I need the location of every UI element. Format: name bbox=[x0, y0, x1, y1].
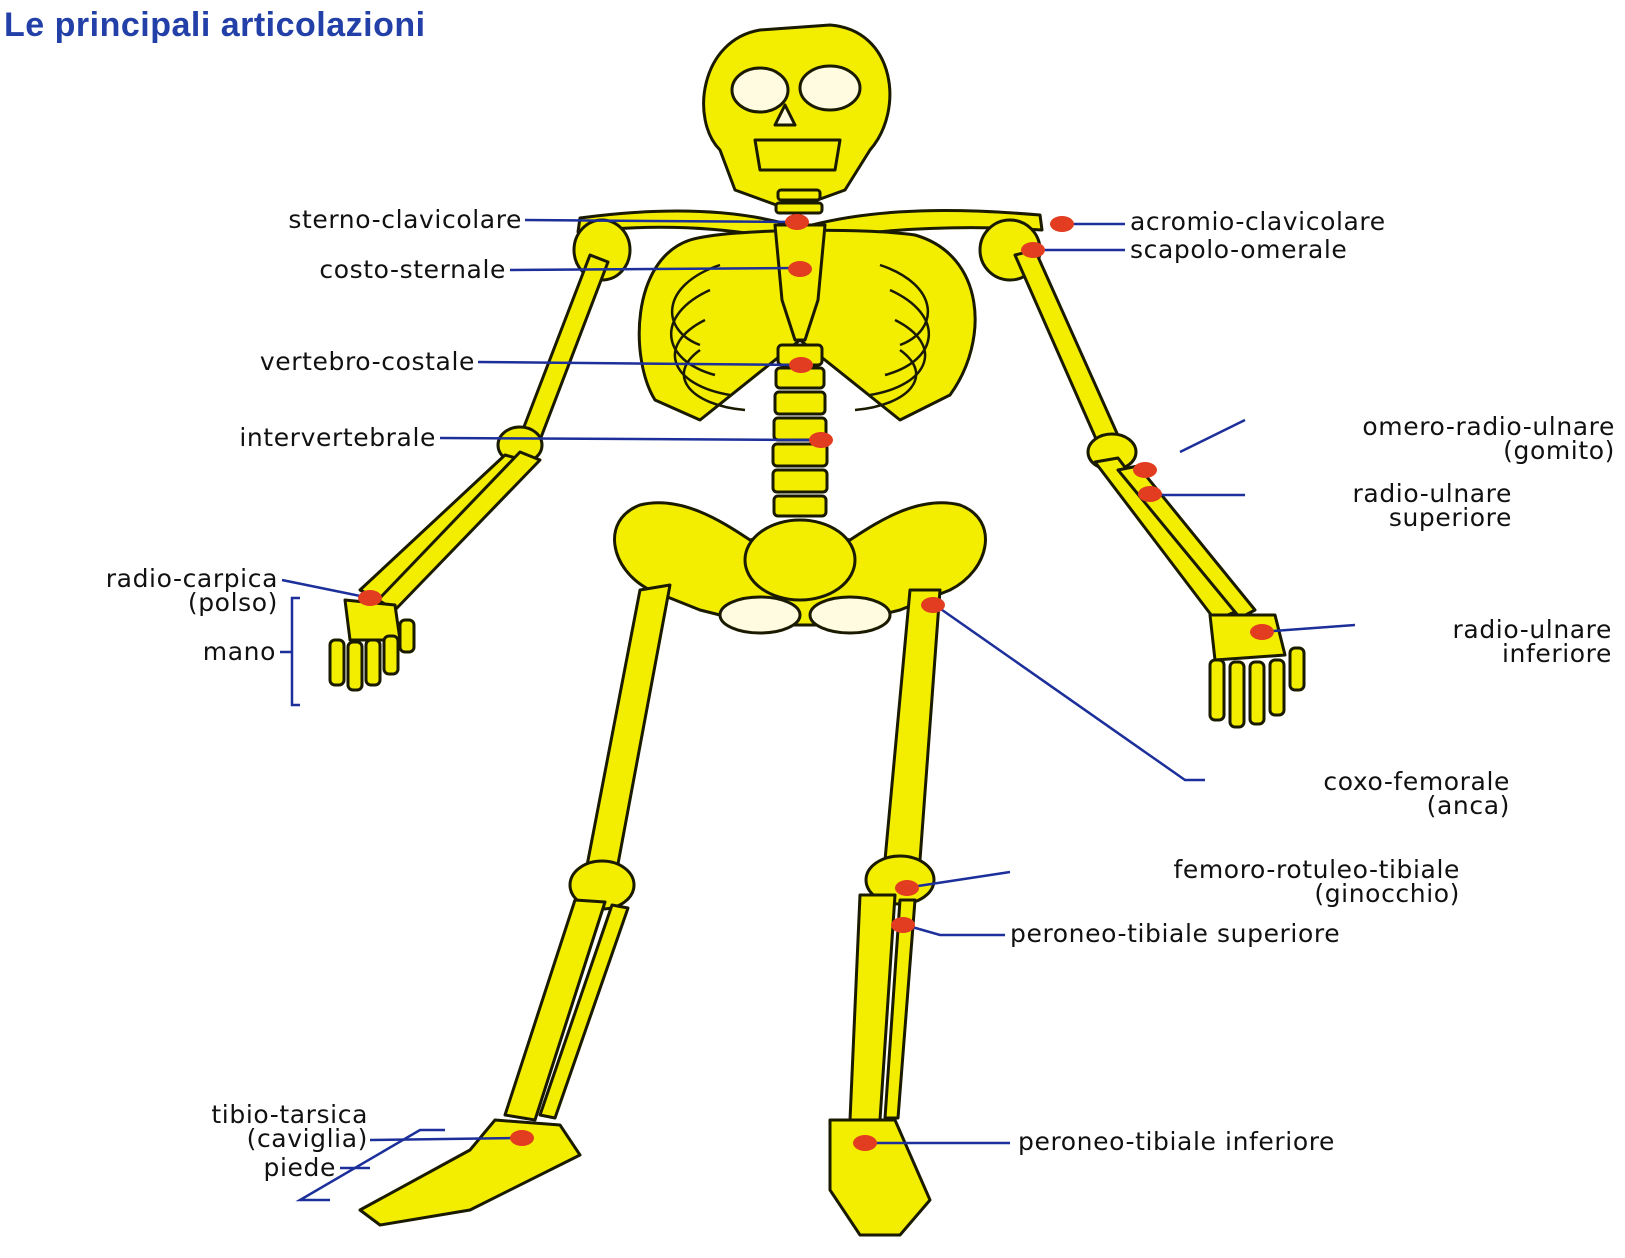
label-radio-ulnare-inferiore: radio-ulnare inferiore bbox=[1360, 618, 1612, 666]
skull bbox=[704, 25, 890, 210]
femur-left bbox=[585, 585, 670, 880]
page-title: Le principali articolazioni bbox=[4, 6, 426, 45]
label-femoro-rotuleo-tibiale: femoro-rotuleo-tibiale (ginocchio) bbox=[1010, 858, 1460, 906]
label-piede: piede bbox=[180, 1156, 336, 1180]
foot-left bbox=[360, 1120, 580, 1225]
foot-right bbox=[830, 1120, 930, 1235]
humerus-right bbox=[1015, 250, 1120, 448]
label-omero-radio-ulnare: omero-radio-ulnare (gomito) bbox=[1240, 415, 1615, 463]
label-intervertebrale: intervertebrale bbox=[120, 426, 436, 450]
label-coxo-femorale: coxo-femorale (anca) bbox=[1210, 770, 1510, 818]
label-vertebro-costale: vertebro-costale bbox=[130, 350, 475, 374]
label-scapolo-omerale: scapolo-omerale bbox=[1130, 238, 1347, 262]
cervical-spine bbox=[776, 190, 822, 213]
label-radio-ulnare-superiore: radio-ulnare superiore bbox=[1250, 482, 1512, 530]
hand-left bbox=[330, 600, 414, 690]
label-costo-sternale: costo-sternale bbox=[150, 258, 506, 282]
label-peroneo-tibiale-superiore: peroneo-tibiale superiore bbox=[1010, 922, 1340, 946]
femur-right bbox=[885, 590, 940, 860]
label-tibio-tarsica: tibio-tarsica (caviglia) bbox=[100, 1103, 368, 1151]
label-peroneo-tibiale-inferiore: peroneo-tibiale inferiore bbox=[1018, 1130, 1335, 1154]
label-radio-carpica: radio-carpica (polso) bbox=[10, 567, 278, 615]
humerus-left bbox=[522, 255, 608, 440]
label-sterno-clavicolare: sterno-clavicolare bbox=[150, 208, 522, 232]
forearm-right bbox=[1095, 458, 1235, 620]
label-acromio-clavicolare: acromio-clavicolare bbox=[1130, 210, 1386, 234]
label-mano: mano bbox=[120, 640, 276, 664]
